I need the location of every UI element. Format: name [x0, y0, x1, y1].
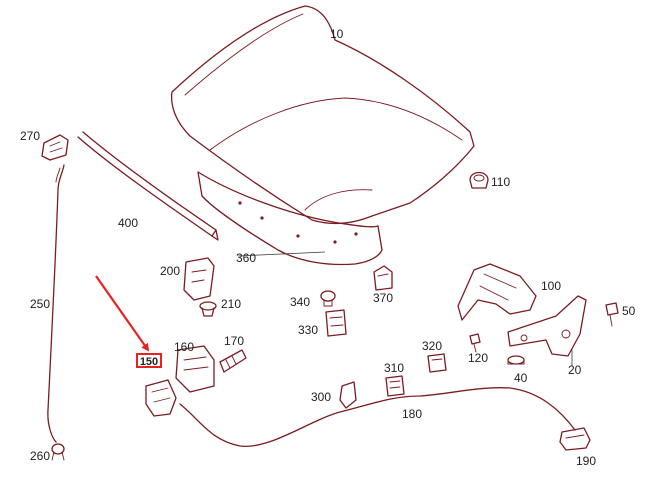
label-320: 320: [422, 339, 442, 353]
label-310: 310: [384, 361, 404, 375]
switch-part-310[interactable]: [385, 375, 405, 397]
striker-part-370[interactable]: [373, 265, 393, 291]
label-20: 20: [568, 363, 582, 377]
bracket-part-200[interactable]: [183, 257, 215, 301]
hinge-part-20[interactable]: [507, 295, 587, 357]
label-10: 10: [330, 27, 344, 41]
latch-part-150[interactable]: [145, 379, 177, 417]
bolt-part-50[interactable]: [605, 302, 619, 327]
label-190: 190: [576, 454, 596, 468]
buffer-part-110[interactable]: [469, 171, 489, 189]
label-370: 370: [373, 291, 393, 305]
label-300: 300: [311, 390, 331, 404]
label-340: 340: [290, 295, 310, 309]
bracket-part-100[interactable]: [457, 263, 537, 321]
lock-part-160[interactable]: [175, 345, 215, 393]
label-270: 270: [20, 129, 40, 143]
release-cable-part-180[interactable]: [179, 387, 576, 447]
nut-part-40[interactable]: [507, 355, 525, 365]
label-120: 120: [468, 351, 488, 365]
label-260: 260: [30, 449, 50, 463]
seal-strip-part-400[interactable]: [77, 131, 219, 241]
clip-part-210[interactable]: [199, 301, 217, 317]
connector-part-170[interactable]: [219, 349, 247, 373]
label-210: 210: [221, 297, 241, 311]
highlight-callout-150: 150: [95, 275, 162, 368]
label-150: 150: [140, 356, 158, 368]
clip-part-300[interactable]: [339, 381, 357, 409]
insulation-pad-part-360[interactable]: [197, 171, 383, 266]
label-360: 360: [236, 251, 256, 265]
label-110: 110: [491, 175, 510, 189]
label-200: 200: [160, 264, 180, 278]
prop-rod-part-250[interactable]: [47, 164, 65, 443]
bolt-part-120[interactable]: [469, 333, 481, 353]
label-40: 40: [514, 371, 528, 385]
red-arrow: [95, 275, 150, 352]
clip-part-260[interactable]: [51, 443, 65, 461]
hood-part-10[interactable]: [170, 5, 475, 225]
highlight-box: [136, 353, 162, 368]
bumper-part-340[interactable]: [320, 290, 336, 307]
label-330: 330: [298, 323, 318, 337]
bracket-part-270[interactable]: [41, 134, 69, 161]
label-250: 250: [30, 297, 50, 311]
handle-part-190[interactable]: [559, 427, 591, 451]
striker-part-330[interactable]: [325, 309, 347, 337]
bracket-part-320[interactable]: [427, 353, 447, 373]
label-50: 50: [622, 304, 636, 318]
label-160: 160: [174, 340, 194, 354]
label-170: 170: [224, 334, 244, 348]
label-180: 180: [402, 407, 422, 421]
label-400: 400: [118, 216, 138, 230]
label-100: 100: [541, 279, 561, 293]
